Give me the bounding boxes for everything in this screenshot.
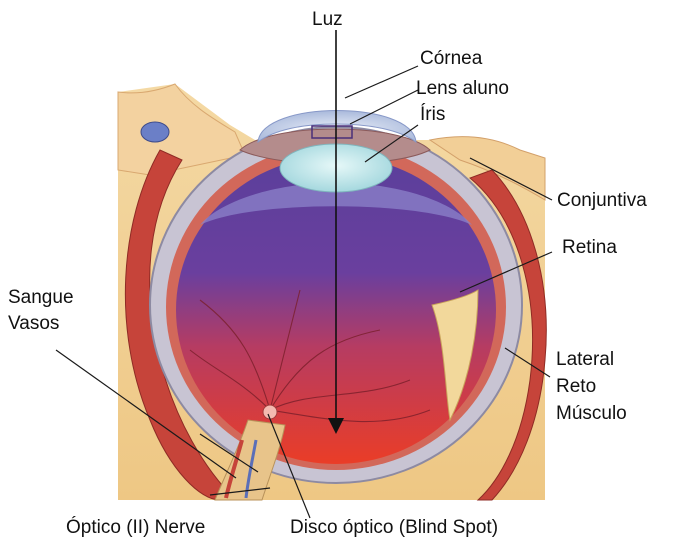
label-retina: Retina bbox=[562, 237, 617, 258]
label-luz: Luz bbox=[312, 9, 343, 30]
optic-disc bbox=[263, 405, 277, 419]
label-reto: Reto bbox=[556, 376, 596, 397]
label-lens-aluno: Lens aluno bbox=[416, 78, 509, 99]
label-lateral: Lateral bbox=[556, 349, 614, 370]
label-optico-nerve: Óptico (II) Nerve bbox=[66, 516, 205, 538]
label-sangue: Sangue bbox=[8, 287, 74, 308]
label-cornea: Córnea bbox=[420, 48, 483, 69]
label-iris: Íris bbox=[420, 104, 445, 125]
label-musculo: Músculo bbox=[556, 403, 627, 424]
label-vasos: Vasos bbox=[8, 313, 59, 334]
label-disco-optico: Disco óptico (Blind Spot) bbox=[290, 517, 498, 538]
label-conjuntiva: Conjuntiva bbox=[557, 190, 647, 211]
